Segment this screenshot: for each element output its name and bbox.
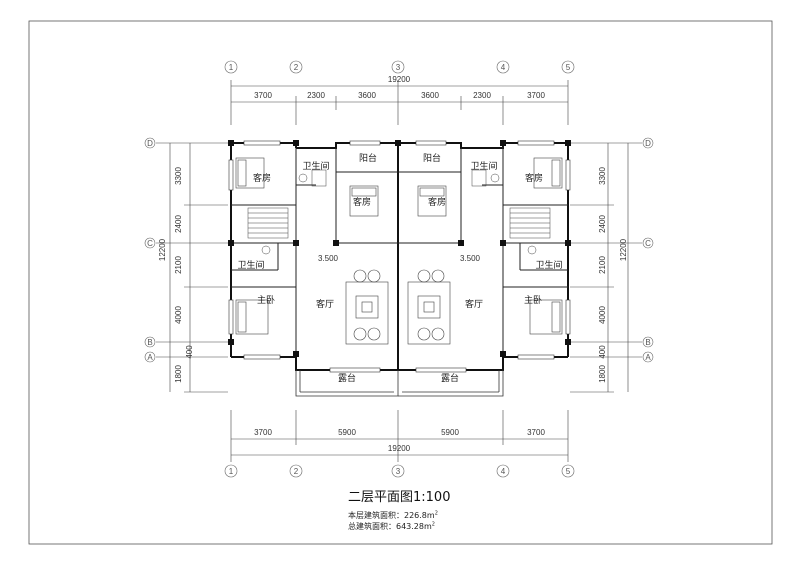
room-bath-top-right: 卫生间 <box>470 160 497 172</box>
level-mark-left: 3.500 <box>318 254 339 263</box>
room-bath-top-left: 卫生间 <box>302 160 329 172</box>
level-mark-right: 3.500 <box>460 254 481 263</box>
left-dimension-lines <box>156 142 228 393</box>
top-dimension-lines <box>230 80 569 125</box>
dim-bottom-4: 3700 <box>527 428 545 437</box>
axis-label-top-4: 4 <box>501 63 506 72</box>
dim-left-1: 3300 <box>174 167 183 185</box>
room-guest-center-right: 客房 <box>428 196 446 208</box>
room-terrace-left: 露台 <box>338 372 356 384</box>
dim-right-6: 1800 <box>598 365 607 383</box>
axis-row-left-b: B <box>147 338 152 347</box>
left-axis-bubbles <box>144 137 156 363</box>
bottom-axis-bubbles <box>224 464 575 478</box>
structural-columns <box>228 140 571 357</box>
dim-bottom-total: 19200 <box>388 444 411 453</box>
dim-top-3: 3600 <box>358 91 376 100</box>
beds <box>235 157 563 335</box>
floor-area-unit-sup: 2 <box>434 510 438 517</box>
axis-label-bottom-5: 5 <box>566 467 571 476</box>
room-living-right: 客厅 <box>465 298 483 310</box>
sofa-sets <box>345 269 451 345</box>
dim-left-5: 400 <box>185 345 194 359</box>
dim-top-4: 3600 <box>421 91 439 100</box>
total-area-text: 总建筑面积：643.28m <box>348 522 432 531</box>
dim-right-4: 4000 <box>598 306 607 324</box>
room-terrace-right: 露台 <box>441 372 459 384</box>
exterior-walls <box>230 142 569 371</box>
floor-area-text: 本层建筑面积：226.8m <box>348 511 435 520</box>
room-bath-mid-right: 卫生间 <box>535 259 562 271</box>
dim-top-2: 2300 <box>307 91 325 100</box>
dim-top-6: 3700 <box>527 91 545 100</box>
dim-right-5: 400 <box>598 345 607 359</box>
floor-area-stat: 本层建筑面积：226.8m2 <box>348 510 438 521</box>
dim-bottom-3: 5900 <box>441 428 459 437</box>
dim-top-1: 3700 <box>254 91 272 100</box>
axis-row-left-a: A <box>147 353 153 362</box>
right-dimension-lines <box>570 142 642 393</box>
room-balcony-left: 阳台 <box>359 152 377 164</box>
axis-label-bottom-2: 2 <box>294 467 299 476</box>
dim-top-5: 2300 <box>473 91 491 100</box>
bottom-dimension-lines <box>230 410 569 462</box>
dim-right-3: 2100 <box>598 256 607 274</box>
axis-label-bottom-4: 4 <box>501 467 506 476</box>
dim-right-2: 2400 <box>598 215 607 233</box>
room-master-right: 主卧 <box>524 294 542 306</box>
dim-right-1: 3300 <box>598 167 607 185</box>
axis-label-top-1: 1 <box>229 63 234 72</box>
total-area-stat: 总建筑面积：643.28m2 <box>348 521 435 532</box>
dim-bottom-2: 5900 <box>338 428 356 437</box>
stairs <box>247 207 551 239</box>
dim-left-2: 2400 <box>174 215 183 233</box>
axis-row-right-d: D <box>645 139 651 148</box>
room-guest-top-left: 客房 <box>253 172 271 184</box>
dim-left-4: 4000 <box>174 306 183 324</box>
right-axis-bubbles <box>642 137 654 363</box>
axis-row-left-c: C <box>147 239 153 248</box>
room-balcony-right: 阳台 <box>423 152 441 164</box>
terraces <box>295 370 504 397</box>
room-living-left: 客厅 <box>316 298 334 310</box>
drawing-title: 二层平面图1:100 <box>348 490 451 505</box>
drawing-frame <box>28 20 773 545</box>
room-bath-mid-left: 卫生间 <box>237 259 264 271</box>
dim-top-total: 19200 <box>388 75 411 84</box>
dim-left-3: 2100 <box>174 256 183 274</box>
axis-label-top-3: 3 <box>396 63 401 72</box>
axis-label-top-5: 5 <box>566 63 571 72</box>
axis-row-right-b: B <box>645 338 650 347</box>
dim-bottom-1: 3700 <box>254 428 272 437</box>
total-area-unit-sup: 2 <box>431 521 435 528</box>
top-axis-bubbles <box>224 60 575 74</box>
bathroom-fixtures <box>261 169 537 255</box>
room-guest-center-left: 客房 <box>353 196 371 208</box>
dim-right-total: 12200 <box>619 238 628 261</box>
dim-left-total: 12200 <box>158 238 167 261</box>
room-guest-top-right: 客房 <box>525 172 543 184</box>
windows <box>228 140 571 373</box>
axis-label-bottom-3: 3 <box>396 467 401 476</box>
axis-row-right-c: C <box>645 239 651 248</box>
axis-label-bottom-1: 1 <box>229 467 234 476</box>
axis-row-left-d: D <box>147 139 153 148</box>
room-master-left: 主卧 <box>257 294 275 306</box>
interior-walls <box>231 143 568 357</box>
dim-left-6: 1800 <box>174 365 183 383</box>
axis-label-top-2: 2 <box>294 63 299 72</box>
axis-row-right-a: A <box>645 353 651 362</box>
